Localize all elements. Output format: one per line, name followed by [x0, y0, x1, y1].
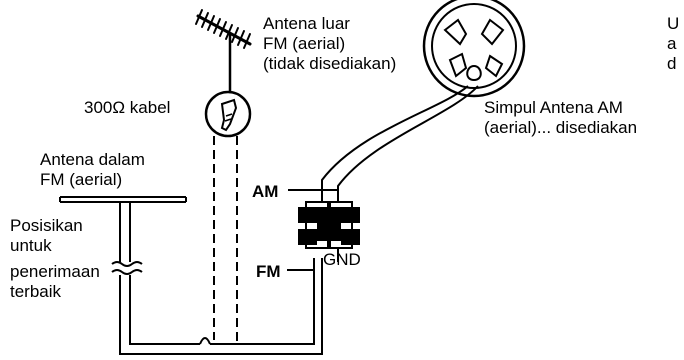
- position-label-3: penerimaan: [10, 262, 100, 281]
- position-label-4: terbaik: [10, 282, 62, 301]
- am-loop-label-2: (aerial)... disediakan: [484, 118, 638, 137]
- terminal-block-icon: [298, 201, 360, 249]
- am-loop-antenna-icon: [288, 0, 526, 262]
- position-label-1: Posisikan: [10, 216, 83, 235]
- outdoor-antenna-label-3: (tidak disediakan): [263, 54, 397, 73]
- am-loop-label-1: Simpul Antena AM: [484, 98, 623, 117]
- outdoor-antenna-label-2: FM (aerial): [263, 34, 346, 53]
- indoor-antenna-label-2: FM (aerial): [40, 170, 123, 189]
- terminal-gnd-label: GND: [323, 250, 361, 269]
- cutoff-text-3: d: [667, 54, 677, 73]
- outdoor-fm-antenna-icon: [195, 9, 252, 94]
- position-label-2: untuk: [10, 236, 52, 255]
- fm-cable-dashed: [213, 136, 238, 342]
- terminal-am-label: AM: [252, 182, 279, 201]
- indoor-antenna-label-1: Antena dalam: [40, 150, 145, 169]
- terminal-fm-label: FM: [256, 262, 281, 281]
- cable-label: 300Ω kabel: [84, 98, 171, 117]
- cable-connector-icon: [204, 90, 252, 138]
- cutoff-text-2: a: [667, 34, 677, 53]
- fm-wires: [59, 196, 323, 355]
- cutoff-text-1: U: [667, 14, 680, 33]
- outdoor-antenna-label-1: Antena luar: [263, 14, 350, 33]
